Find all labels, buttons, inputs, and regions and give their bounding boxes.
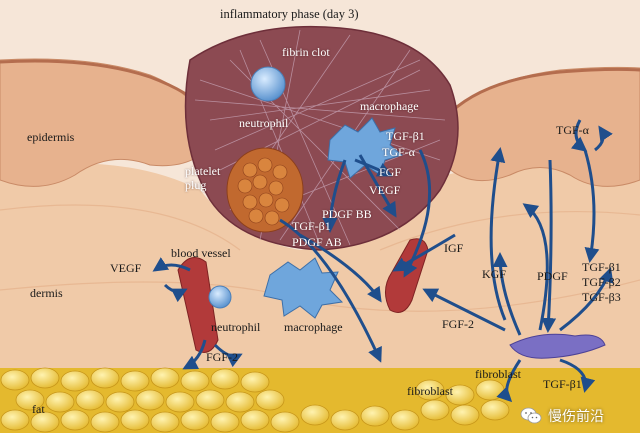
label-tgf-b3-right: TGF-β3	[582, 291, 621, 303]
label-vegf-clot: VEGF	[369, 184, 400, 196]
label-platelet-plug: platelet plug	[185, 165, 220, 193]
neutrophil-dermis	[209, 286, 231, 308]
label-tgf-b1-bottom: TGF-β1	[543, 378, 582, 390]
watermark: 慢伤前沿	[520, 404, 636, 428]
watermark-text: 慢伤前沿	[548, 406, 604, 426]
label-igf: IGF	[444, 242, 463, 254]
label-tgf-a-clot: TGF-α	[382, 146, 415, 158]
label-tgf-b1-right: TGF-β1	[582, 261, 621, 273]
label-fgf2-right: FGF-2	[442, 318, 474, 330]
diagram-title: inflammatory phase (day 3)	[220, 8, 359, 21]
label-tgf-b1-plug: TGF-β1	[292, 220, 331, 232]
label-fibroblast-bottom: fibroblast	[407, 385, 453, 397]
label-epidermis: epidermis	[27, 131, 74, 143]
label-tgf-b2-right: TGF-β2	[582, 276, 621, 288]
label-tgf-b1-clot: TGF-β1	[386, 130, 425, 142]
label-fgf-clot: FGF	[379, 166, 401, 178]
label-kgf: KGF	[482, 268, 506, 280]
label-macrophage-clot: macrophage	[360, 100, 419, 112]
label-vegf-left: VEGF	[110, 262, 141, 274]
label-pdgf-right: PDGF	[537, 270, 568, 282]
label-tgf-a-right: TGF-α	[556, 124, 589, 136]
label-dermis: dermis	[30, 287, 63, 299]
label-neutrophil-clot: neutrophil	[239, 117, 288, 129]
label-fibrin-clot: fibrin clot	[282, 46, 330, 58]
label-fat: fat	[32, 403, 45, 415]
label-macrophage-dermis: macrophage	[284, 321, 343, 333]
label-fibroblast-right: fibroblast	[475, 368, 521, 380]
wechat-icon	[520, 406, 542, 426]
neutrophil-in-clot	[251, 67, 285, 101]
label-blood-vessel: blood vessel	[171, 247, 231, 259]
label-neutrophil-dermis: neutrophil	[211, 321, 260, 333]
label-fgf2-left: FGF-2	[206, 351, 238, 363]
label-pdgf-ab: PDGF AB	[292, 236, 342, 248]
